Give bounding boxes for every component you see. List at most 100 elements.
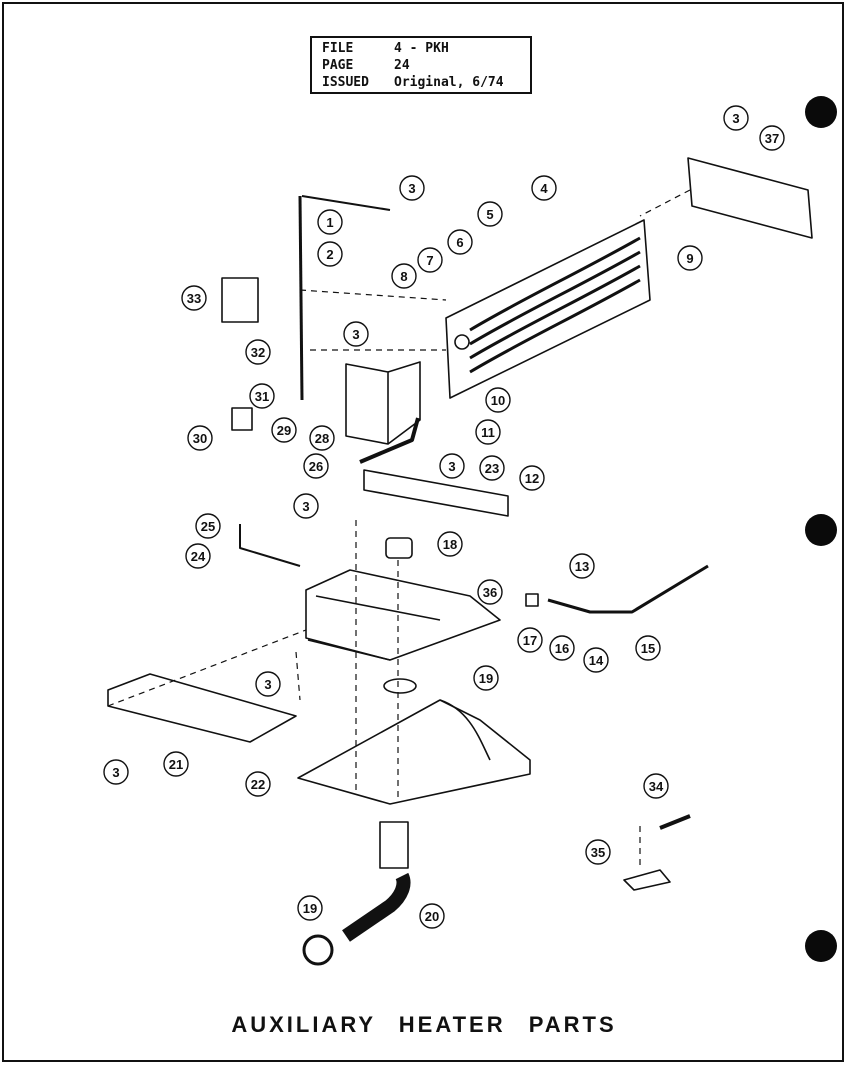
callout-bubble (417, 247, 443, 273)
junction-block-part (345, 363, 389, 445)
callout-8: 8 (391, 263, 417, 289)
callout-bubble (249, 383, 275, 409)
callout-19: 19 (297, 895, 323, 921)
callout-number: 19 (479, 671, 493, 686)
callout-bubble (317, 209, 343, 235)
diagram-title: AUXILIARY HEATER PARTS (231, 1012, 617, 1037)
callout-bubble (399, 175, 425, 201)
connector-part (525, 593, 539, 607)
callout-number: 9 (686, 251, 693, 266)
callout-bubble (583, 647, 609, 673)
callout-35: 35 (585, 839, 611, 865)
callout-14: 14 (583, 647, 609, 673)
callout-37: 37 (759, 125, 785, 151)
callout-31: 31 (249, 383, 275, 409)
callout-bubble (723, 105, 749, 131)
callout-number: 1 (326, 215, 333, 230)
drain-pipe-part (379, 821, 409, 869)
callout-bubble (195, 513, 221, 539)
callout-number: 22 (251, 777, 265, 792)
callout-33: 33 (181, 285, 207, 311)
callout-bubble (293, 493, 319, 519)
callout-13: 13 (569, 553, 595, 579)
callout-6: 6 (447, 229, 473, 255)
callout-1: 1 (317, 209, 343, 235)
callout-bubble (255, 671, 281, 697)
relay-box-part (221, 277, 259, 323)
page-row: PAGE 24 (322, 58, 410, 73)
callout-16: 16 (549, 635, 575, 661)
callout-number: 33 (187, 291, 201, 306)
callout-number: 36 (483, 585, 497, 600)
callout-number: 15 (641, 641, 655, 656)
drain-bracket-part (107, 673, 297, 743)
callout-bubble (519, 465, 545, 491)
callout-number: 3 (352, 327, 359, 342)
callout-bubble (309, 425, 335, 451)
callout-26: 26 (303, 453, 329, 479)
callout-number: 3 (732, 111, 739, 126)
callout-bubble (477, 201, 503, 227)
limit-switch-part (231, 407, 253, 431)
page-value: 24 (394, 58, 410, 73)
support-rod (298, 195, 304, 401)
callout-bubble (419, 903, 445, 929)
callout-25: 25 (195, 513, 221, 539)
binder-hole-middle (805, 514, 837, 546)
callout-number: 16 (555, 641, 569, 656)
callout-2: 2 (317, 241, 343, 267)
callout-bubble (391, 263, 417, 289)
callout-bubble (271, 417, 297, 443)
callout-20: 20 (419, 903, 445, 929)
callout-number: 20 (425, 909, 439, 924)
callout-number: 31 (255, 389, 269, 404)
callout-bubble (343, 321, 369, 347)
assembly-guide-lines (107, 189, 691, 870)
callout-bubble (317, 241, 343, 267)
callout-number: 17 (523, 633, 537, 648)
callout-number: 34 (649, 779, 664, 794)
callout-number: 14 (589, 653, 604, 668)
page-label: PAGE (322, 58, 354, 73)
callout-number: 5 (486, 207, 493, 222)
clip-part (623, 869, 671, 891)
callout-15: 15 (635, 635, 661, 661)
callout-29: 29 (271, 417, 297, 443)
callout-number: 3 (408, 181, 415, 196)
callout-9: 9 (677, 245, 703, 271)
callout-bubble (473, 665, 499, 691)
callout-10: 10 (485, 387, 511, 413)
elbow-hose-part (342, 872, 411, 942)
callout-bubble (439, 453, 465, 479)
callout-number: 4 (540, 181, 548, 196)
callout-bubble (585, 839, 611, 865)
rear-panel-part (687, 157, 813, 239)
callout-34: 34 (643, 773, 669, 799)
callout-3: 3 (255, 671, 281, 697)
callout-bubble (181, 285, 207, 311)
callout-30: 30 (187, 425, 213, 451)
callout-12: 12 (519, 465, 545, 491)
callout-11: 11 (475, 419, 501, 445)
callout-3: 3 (399, 175, 425, 201)
callout-number: 37 (765, 131, 779, 146)
callout-7: 7 (417, 247, 443, 273)
callout-number: 10 (491, 393, 505, 408)
callout-bubble (447, 229, 473, 255)
callout-bubble (643, 773, 669, 799)
callout-bubble (187, 425, 213, 451)
callout-3: 3 (103, 759, 129, 785)
issued-label: ISSUED (322, 75, 369, 90)
callout-number: 3 (302, 499, 309, 514)
callout-17: 17 (517, 627, 543, 653)
callout-number: 18 (443, 537, 457, 552)
callout-24: 24 (185, 543, 211, 569)
callout-number: 2 (326, 247, 333, 262)
callout-4: 4 (531, 175, 557, 201)
callout-number: 23 (485, 461, 499, 476)
callout-bubble (531, 175, 557, 201)
callout-number: 24 (191, 549, 206, 564)
bushing-part (385, 537, 413, 559)
